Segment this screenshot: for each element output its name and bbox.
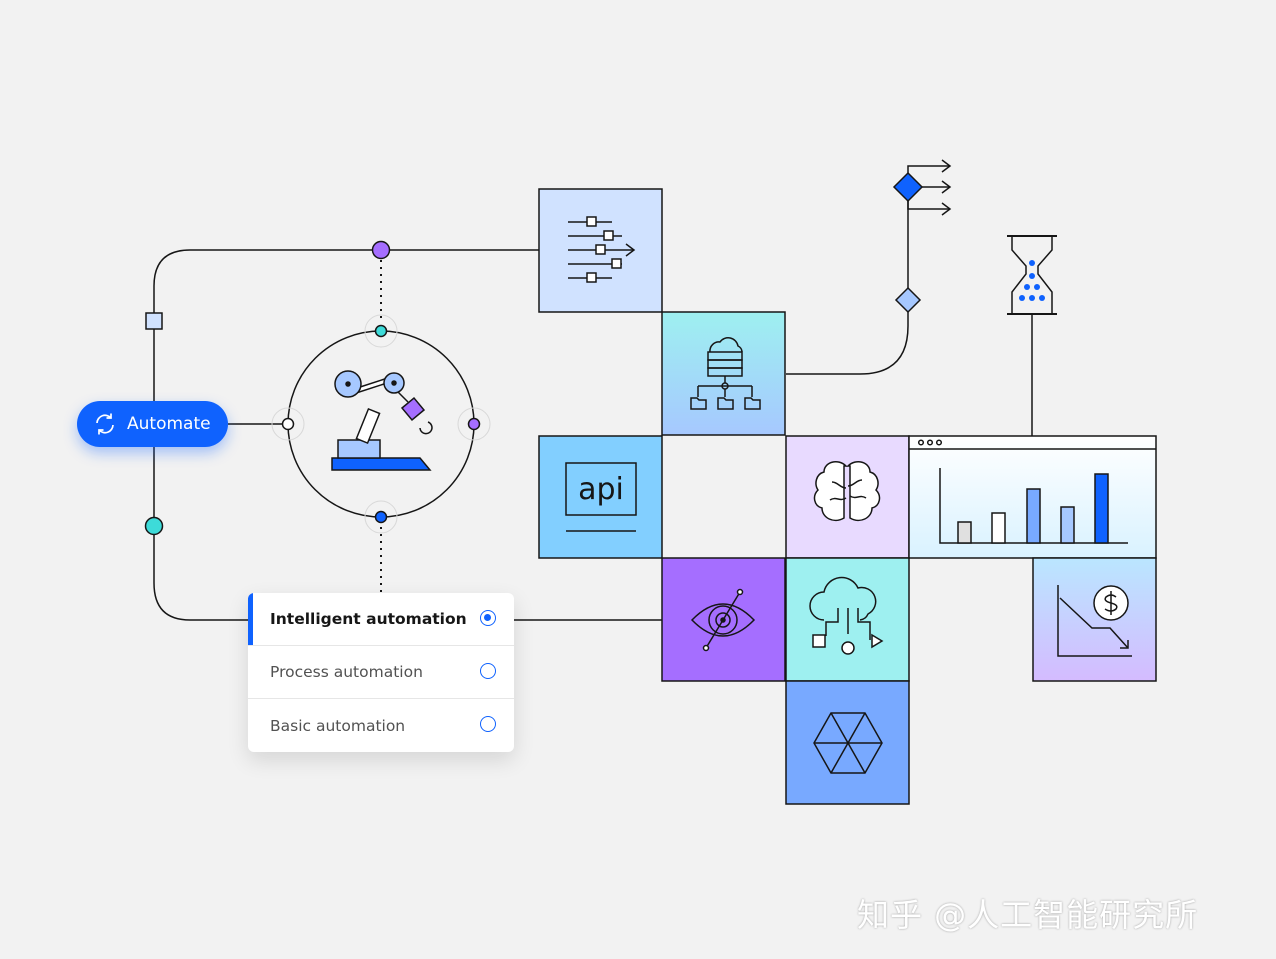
tile-cost-down: [1032, 557, 1157, 682]
cloud-flow-icon: [809, 576, 884, 655]
radio-selected[interactable]: [480, 610, 496, 626]
tile-cloud-flow: [785, 557, 910, 682]
robot-arm-icon: [331, 370, 433, 471]
hourglass-icon: [1007, 235, 1057, 315]
refresh-icon: [96, 413, 114, 435]
tile-sliders: [538, 188, 663, 313]
automate-label: Automate: [127, 414, 211, 434]
option-basic-automation[interactable]: Basic automation: [248, 699, 514, 752]
option-label: Basic automation: [270, 716, 406, 735]
radio-unselected[interactable]: [480, 663, 496, 679]
radio-unselected[interactable]: [480, 716, 496, 732]
tile-hexagon: [785, 680, 910, 805]
connector-nodes: [144, 240, 491, 536]
tile-eye: [661, 557, 786, 682]
option-process-automation[interactable]: Process automation: [248, 646, 514, 699]
eye-icon: [690, 588, 756, 652]
automate-button[interactable]: Automate: [77, 401, 228, 447]
api-screen-icon: [565, 462, 637, 532]
option-intelligent-automation[interactable]: Intelligent automation: [248, 593, 514, 646]
cost-down-chart-icon: [1057, 585, 1132, 657]
tile-api: [538, 435, 663, 559]
option-label: Process automation: [270, 663, 423, 681]
window-dots-icon: [917, 439, 943, 446]
api-label: api: [578, 471, 624, 507]
tile-cloud-server: [661, 311, 786, 436]
hexagon-icon: [813, 712, 883, 774]
tile-dashboard: [908, 435, 1157, 559]
watermark: 知乎 @人工智能研究所: [857, 896, 1199, 934]
brain-icon: [813, 461, 881, 522]
option-label: Intelligent automation: [270, 610, 467, 628]
tile-brain: [785, 435, 910, 559]
decision-diamond-icon: [892, 159, 952, 314]
dashboard-bar-chart-icon: [939, 468, 1128, 544]
automation-options-card: Intelligent automation Process automatio…: [248, 593, 514, 752]
sliders-arrow-icon: [568, 216, 636, 283]
cloud-server-folders-icon: [690, 337, 761, 410]
